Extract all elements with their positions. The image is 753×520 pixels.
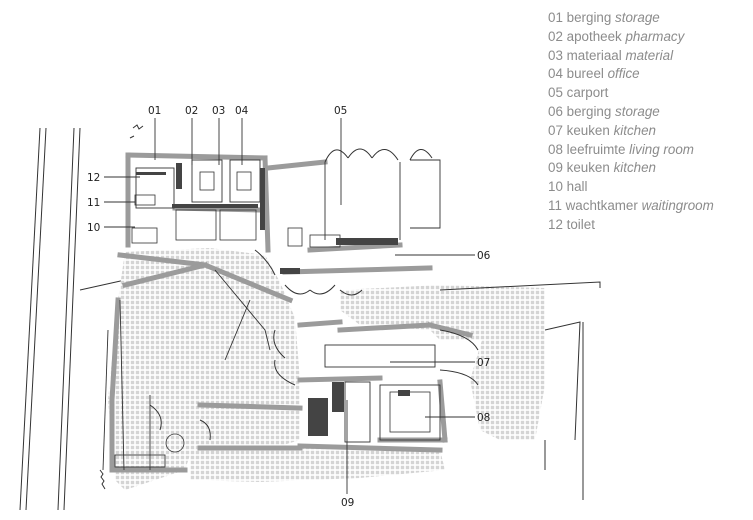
label-06: 06 <box>477 250 491 262</box>
label-09: 09 <box>341 497 354 509</box>
label-07: 07 <box>477 357 490 369</box>
legend-number: 02 <box>548 28 563 44</box>
legend-item: 10 hall <box>548 178 748 197</box>
legend-number: 11 <box>548 197 562 213</box>
legend-dutch-name: carport <box>566 85 609 101</box>
legend-dutch-name: leefruimte <box>566 141 626 157</box>
legend-dutch-name: bureel <box>566 66 604 82</box>
legend-item: 09 keuken kitchen <box>548 159 748 178</box>
legend-dutch-name: materiaal <box>566 47 622 63</box>
legend-number: 01 <box>548 10 563 25</box>
legend-number: 12 <box>548 216 563 232</box>
room-labels: 01 02 03 04 05 12 11 10 06 07 08 09 <box>87 105 491 509</box>
legend-english-name: waitingroom <box>641 197 714 213</box>
legend-dutch-name: keuken <box>566 160 610 176</box>
legend-dutch-name: toilet <box>566 216 595 232</box>
legend-english-name: office <box>607 66 640 82</box>
legend-item: 11 wachtkamer waitingroom <box>548 197 748 216</box>
legend-item: 08 leefruimte living room <box>548 141 748 160</box>
legend-item: 02 apotheek pharmacy <box>548 28 748 47</box>
door-swings <box>149 148 479 441</box>
legend-dutch-name: keuken <box>566 122 610 138</box>
legend-english-name: living room <box>629 141 694 157</box>
legend-number: 08 <box>548 141 563 157</box>
legend-item: 05 carport <box>548 84 748 103</box>
label-04: 04 <box>235 105 249 117</box>
label-12: 12 <box>87 172 100 184</box>
legend-number: 04 <box>548 66 563 82</box>
legend-item: 03 materiaal material <box>548 47 748 66</box>
legend-item: 06 berging storage <box>548 103 748 122</box>
outlines <box>102 159 441 471</box>
legend-english-name: kitchen <box>613 122 656 138</box>
label-01: 01 <box>148 105 161 117</box>
legend-number: 09 <box>548 160 563 176</box>
leader-lines <box>104 118 475 494</box>
legend-dutch-name: hall <box>566 179 588 195</box>
legend-number: 05 <box>548 85 563 101</box>
shelving <box>136 163 410 436</box>
legend-english-name: storage <box>615 103 660 119</box>
legend-english-name: kitchen <box>613 160 656 176</box>
legend-item: 07 keuken kitchen <box>548 122 748 141</box>
legend-dutch-name: wachtkamer <box>565 197 638 213</box>
label-03: 03 <box>212 105 225 117</box>
label-02: 02 <box>185 105 198 117</box>
label-11: 11 <box>87 197 100 209</box>
legend-dutch-name: apotheek <box>566 28 622 44</box>
legend-english-name: pharmacy <box>625 28 685 44</box>
boundary-lines <box>439 281 601 500</box>
label-08: 08 <box>477 412 490 424</box>
label-05: 05 <box>334 105 347 117</box>
legend-english-name: material <box>625 47 674 63</box>
legend-number: 10 <box>548 179 563 195</box>
legend-english-name: storage <box>615 10 660 25</box>
paved-courtyard <box>108 248 545 490</box>
label-10: 10 <box>87 222 100 234</box>
legend-dutch-name: berging <box>566 10 612 25</box>
legend-item: 12 toilet <box>548 216 748 235</box>
hedge-marks <box>99 124 144 490</box>
legend-number: 07 <box>548 122 563 138</box>
legend-number: 06 <box>548 103 563 119</box>
legend-dutch-name: berging <box>566 103 612 119</box>
legend-number: 03 <box>548 47 563 63</box>
street-lines <box>19 127 126 511</box>
legend-item: 01 berging storage <box>548 9 748 28</box>
legend-item: 04 bureel office <box>548 65 748 84</box>
